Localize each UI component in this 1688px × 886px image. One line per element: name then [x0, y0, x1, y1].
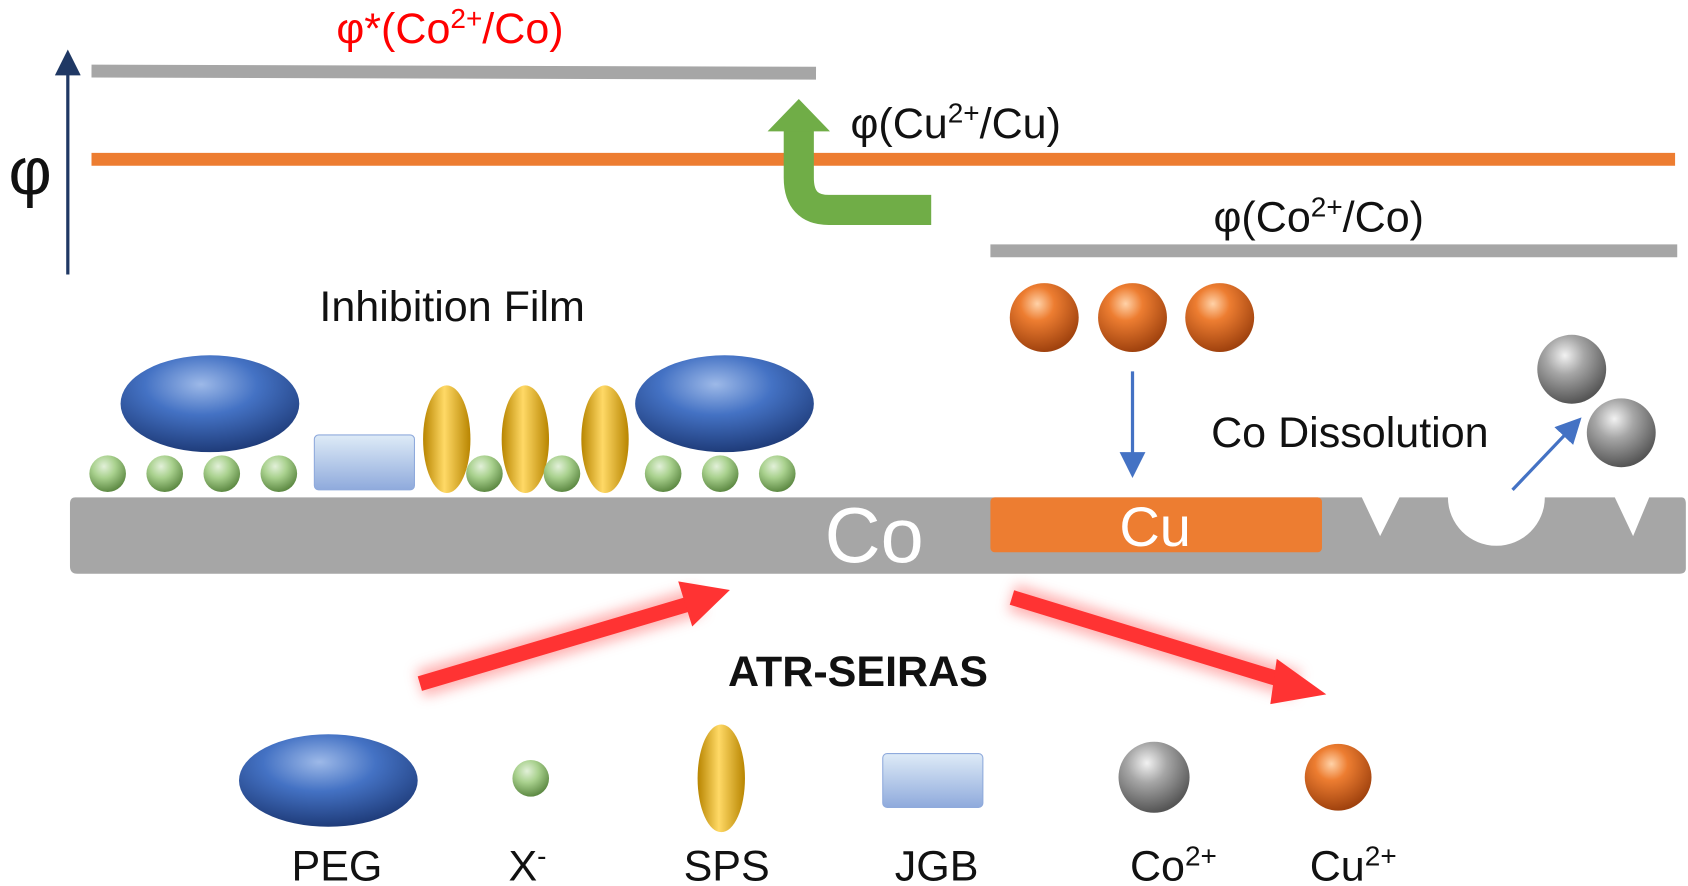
technique-label: ATR-SEIRAS: [728, 648, 988, 696]
x-ion: [644, 455, 682, 492]
ir-reflected-arrow: [1007, 584, 1327, 705]
potential-axis-symbol: φ: [9, 135, 52, 209]
cu-level-label: φ(Cu2+/Cu): [850, 98, 1061, 148]
inhibition-film: [89, 355, 814, 494]
legend-cu-swatch: [1304, 743, 1372, 811]
x-ion: [89, 455, 126, 492]
dissolution-arrow: [1511, 417, 1582, 491]
co-level-label: φ(Co2+/Co): [1213, 191, 1424, 241]
x-ion: [466, 455, 503, 492]
co-star-level-label: φ*(Co2+/Co): [336, 3, 563, 53]
peg-molecule: [635, 355, 814, 453]
legend-x-swatch: [512, 760, 550, 797]
legend-label-cu: Cu2+: [1310, 841, 1397, 886]
legend-sps-swatch: [697, 724, 745, 833]
ir-incident-arrow: [415, 581, 730, 698]
cu-ions: [1009, 283, 1255, 353]
legend-peg-swatch: [238, 734, 418, 827]
co-dissolution-label: Co Dissolution: [1211, 409, 1489, 457]
sps-molecule: [501, 385, 550, 494]
inhibition-film-label: Inhibition Film: [319, 283, 585, 331]
substrate-label: Co: [825, 493, 924, 579]
potential-shift-arrow: [767, 99, 932, 225]
cu-deposit: [990, 497, 1322, 553]
x-ion: [758, 455, 796, 492]
legend-label-x: X-: [508, 841, 546, 886]
sps-molecule: [423, 385, 471, 494]
deposit-label: Cu: [1119, 495, 1191, 558]
legend-label-peg: PEG: [291, 843, 382, 886]
legend: PEG X- SPS JGB Co2+ Cu2+: [238, 724, 1397, 886]
legend-jgb-swatch: [882, 753, 984, 808]
co-star-level-line: [91, 64, 817, 80]
jgb-molecule: [313, 434, 416, 491]
x-ion: [543, 455, 581, 492]
co-ions: [1537, 334, 1656, 468]
x-ion: [701, 455, 739, 492]
x-ion: [203, 455, 241, 492]
peg-molecule: [120, 355, 300, 453]
legend-label-jgb: JGB: [895, 843, 979, 886]
legend-co-swatch: [1118, 741, 1190, 813]
legend-label-co: Co2+: [1130, 841, 1217, 886]
legend-label-sps: SPS: [684, 843, 770, 886]
x-ion: [260, 455, 298, 492]
sps-molecule: [581, 385, 629, 494]
x-ion: [146, 455, 184, 492]
